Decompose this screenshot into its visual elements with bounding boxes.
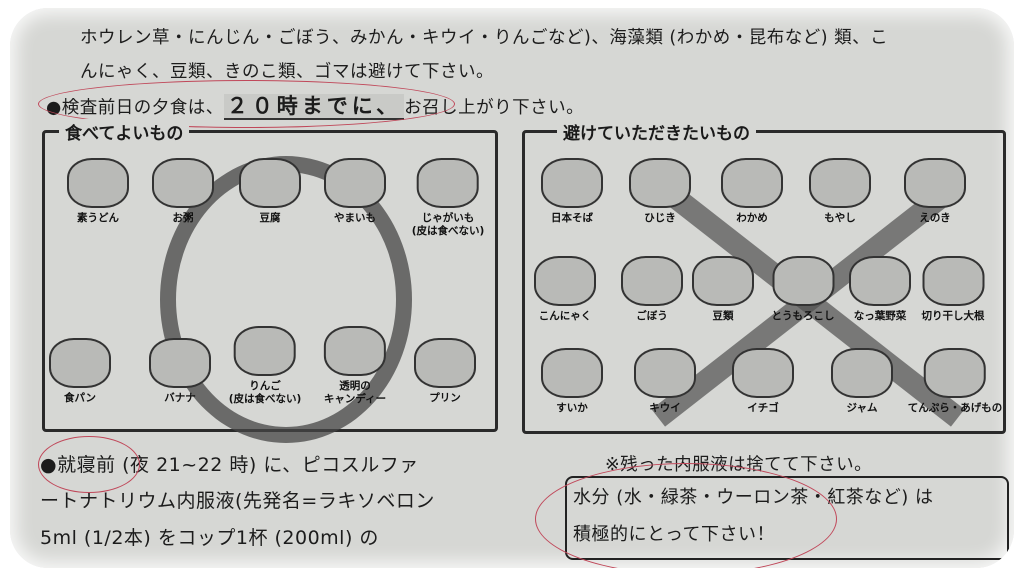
food-item: 食パン [49, 338, 111, 405]
corn-illustration [772, 256, 834, 306]
kiriboshi-daikon-illustration [922, 256, 984, 306]
jam-illustration [831, 348, 893, 398]
potato-illustration [416, 158, 479, 208]
enoki-illustration [904, 158, 966, 208]
food-item: 切り干し大根 [922, 256, 985, 323]
leaf-vegetables-illustration [849, 256, 911, 306]
food-item: お粥 [152, 158, 214, 225]
food-item: こんにゃく [534, 256, 596, 323]
food-item: すいか [541, 348, 603, 415]
bedtime-line-2: ートナトリウム内服液(先発名=ラキソベロン [40, 490, 435, 512]
wakame-illustration [721, 158, 783, 208]
ok-foods-title: 食べてよいもの [59, 119, 190, 144]
food-item: 豆腐 [239, 158, 301, 225]
food-item: キウイ [634, 348, 696, 415]
hijiki-illustration [629, 158, 691, 208]
bread-illustration [49, 338, 111, 388]
konnyaku-illustration [534, 256, 596, 306]
bedtime-line-3: 5ml (1/2本) をコップ1杯 (200ml) の [40, 527, 379, 549]
food-item: じゃがいも(皮は食べない) [412, 158, 484, 238]
food-item: 透明のキャンディー [324, 326, 386, 406]
candy-illustration [323, 326, 386, 376]
food-item: 日本そば [541, 158, 603, 225]
avoid-foods-title: 避けていただきたいもの [557, 119, 756, 144]
red-pen-circle [38, 436, 140, 493]
food-item: プリン [414, 338, 476, 405]
food-item: 豆類 [692, 256, 754, 323]
tofu-illustration [239, 158, 301, 208]
food-item: なっ葉野菜 [849, 256, 911, 323]
food-item: りんご(皮は食べない) [229, 326, 301, 406]
food-item: ジャム [831, 348, 893, 415]
yamaimo-illustration [324, 158, 386, 208]
food-item: とうもろこし [772, 256, 835, 323]
kiwi-illustration [634, 348, 696, 398]
red-pen-circle [38, 80, 455, 128]
food-item: やまいも [324, 158, 386, 225]
soba-illustration [541, 158, 603, 208]
avoid-foods-box: 避けていただきたいもの [522, 119, 1006, 434]
moyashi-illustration [809, 158, 871, 208]
beans-illustration [692, 256, 754, 306]
food-item: もやし [809, 158, 871, 225]
food-item: えのき [904, 158, 966, 225]
strawberry-illustration [732, 348, 794, 398]
food-item: 素うどん [67, 158, 129, 225]
udon-illustration [67, 158, 129, 208]
apple-illustration [233, 326, 296, 376]
food-item: てんぷら・あげもの [908, 348, 1002, 415]
gobo-illustration [621, 256, 683, 306]
food-item: ひじき [629, 158, 691, 225]
banana-illustration [149, 338, 211, 388]
food-item: イチゴ [732, 348, 794, 415]
pudding-illustration [414, 338, 476, 388]
intro-line-1: ホウレン草・にんじん・ごぼう、みかん・キウイ・りんごなど)、海藻類 (わかめ・昆… [80, 28, 889, 48]
food-item: バナナ [149, 338, 211, 405]
watermelon-illustration [541, 348, 603, 398]
okayu-illustration [152, 158, 214, 208]
document-photo: ホウレン草・にんじん・ごぼう、みかん・キウイ・りんごなど)、海藻類 (わかめ・昆… [10, 8, 1014, 568]
intro-line-2: んにゃく、豆類、きのこ類、ゴマは避けて下さい。 [80, 62, 494, 82]
food-item: わかめ [721, 158, 783, 225]
tempura-illustration [924, 348, 986, 398]
food-item: ごぼう [621, 256, 683, 323]
red-pen-circle [535, 463, 837, 568]
